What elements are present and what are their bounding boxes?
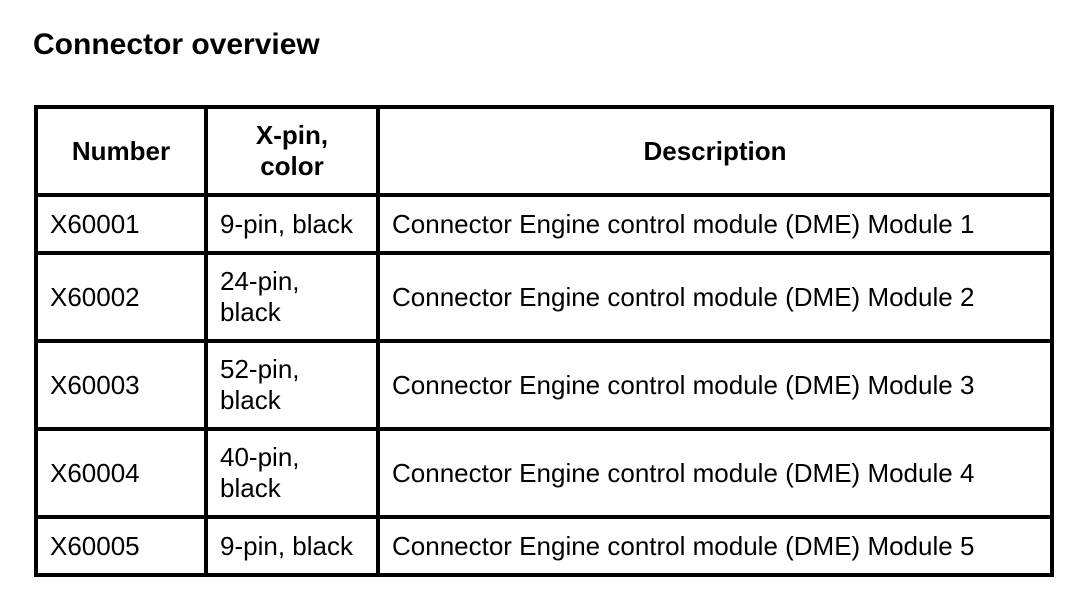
column-header-number: Number xyxy=(34,105,208,197)
table-row: X60003 52-pin, black Connector Engine co… xyxy=(34,339,1054,431)
table-row: X60005 9-pin, black Connector Engine con… xyxy=(34,515,1054,577)
cell-number: X60001 xyxy=(34,193,208,255)
table-row: X60001 9-pin, black Connector Engine con… xyxy=(34,193,1054,255)
cell-pin-color: 9-pin, black xyxy=(204,193,380,255)
cell-description: Connector Engine control module (DME) Mo… xyxy=(376,339,1054,431)
cell-number: X60002 xyxy=(34,251,208,343)
cell-description: Connector Engine control module (DME) Mo… xyxy=(376,193,1054,255)
cell-description: Connector Engine control module (DME) Mo… xyxy=(376,427,1054,519)
cell-pin-color: 9-pin, black xyxy=(204,515,380,577)
cell-pin-color: 40-pin, black xyxy=(204,427,380,519)
cell-description: Connector Engine control module (DME) Mo… xyxy=(376,515,1054,577)
cell-pin-color: 52-pin, black xyxy=(204,339,380,431)
cell-number: X60004 xyxy=(34,427,208,519)
cell-description: Connector Engine control module (DME) Mo… xyxy=(376,251,1054,343)
cell-pin-color: 24-pin, black xyxy=(204,251,380,343)
column-header-description: Description xyxy=(376,105,1054,197)
table-row: X60002 24-pin, black Connector Engine co… xyxy=(34,251,1054,343)
connector-overview-table: Number X-pin, color Description X60001 9… xyxy=(34,105,1054,577)
column-header-pin-color: X-pin, color xyxy=(204,105,380,197)
cell-number: X60003 xyxy=(34,339,208,431)
cell-number: X60005 xyxy=(34,515,208,577)
table-row: X60004 40-pin, black Connector Engine co… xyxy=(34,427,1054,519)
page-title: Connector overview xyxy=(33,28,320,61)
table-header-row: Number X-pin, color Description xyxy=(34,105,1054,197)
